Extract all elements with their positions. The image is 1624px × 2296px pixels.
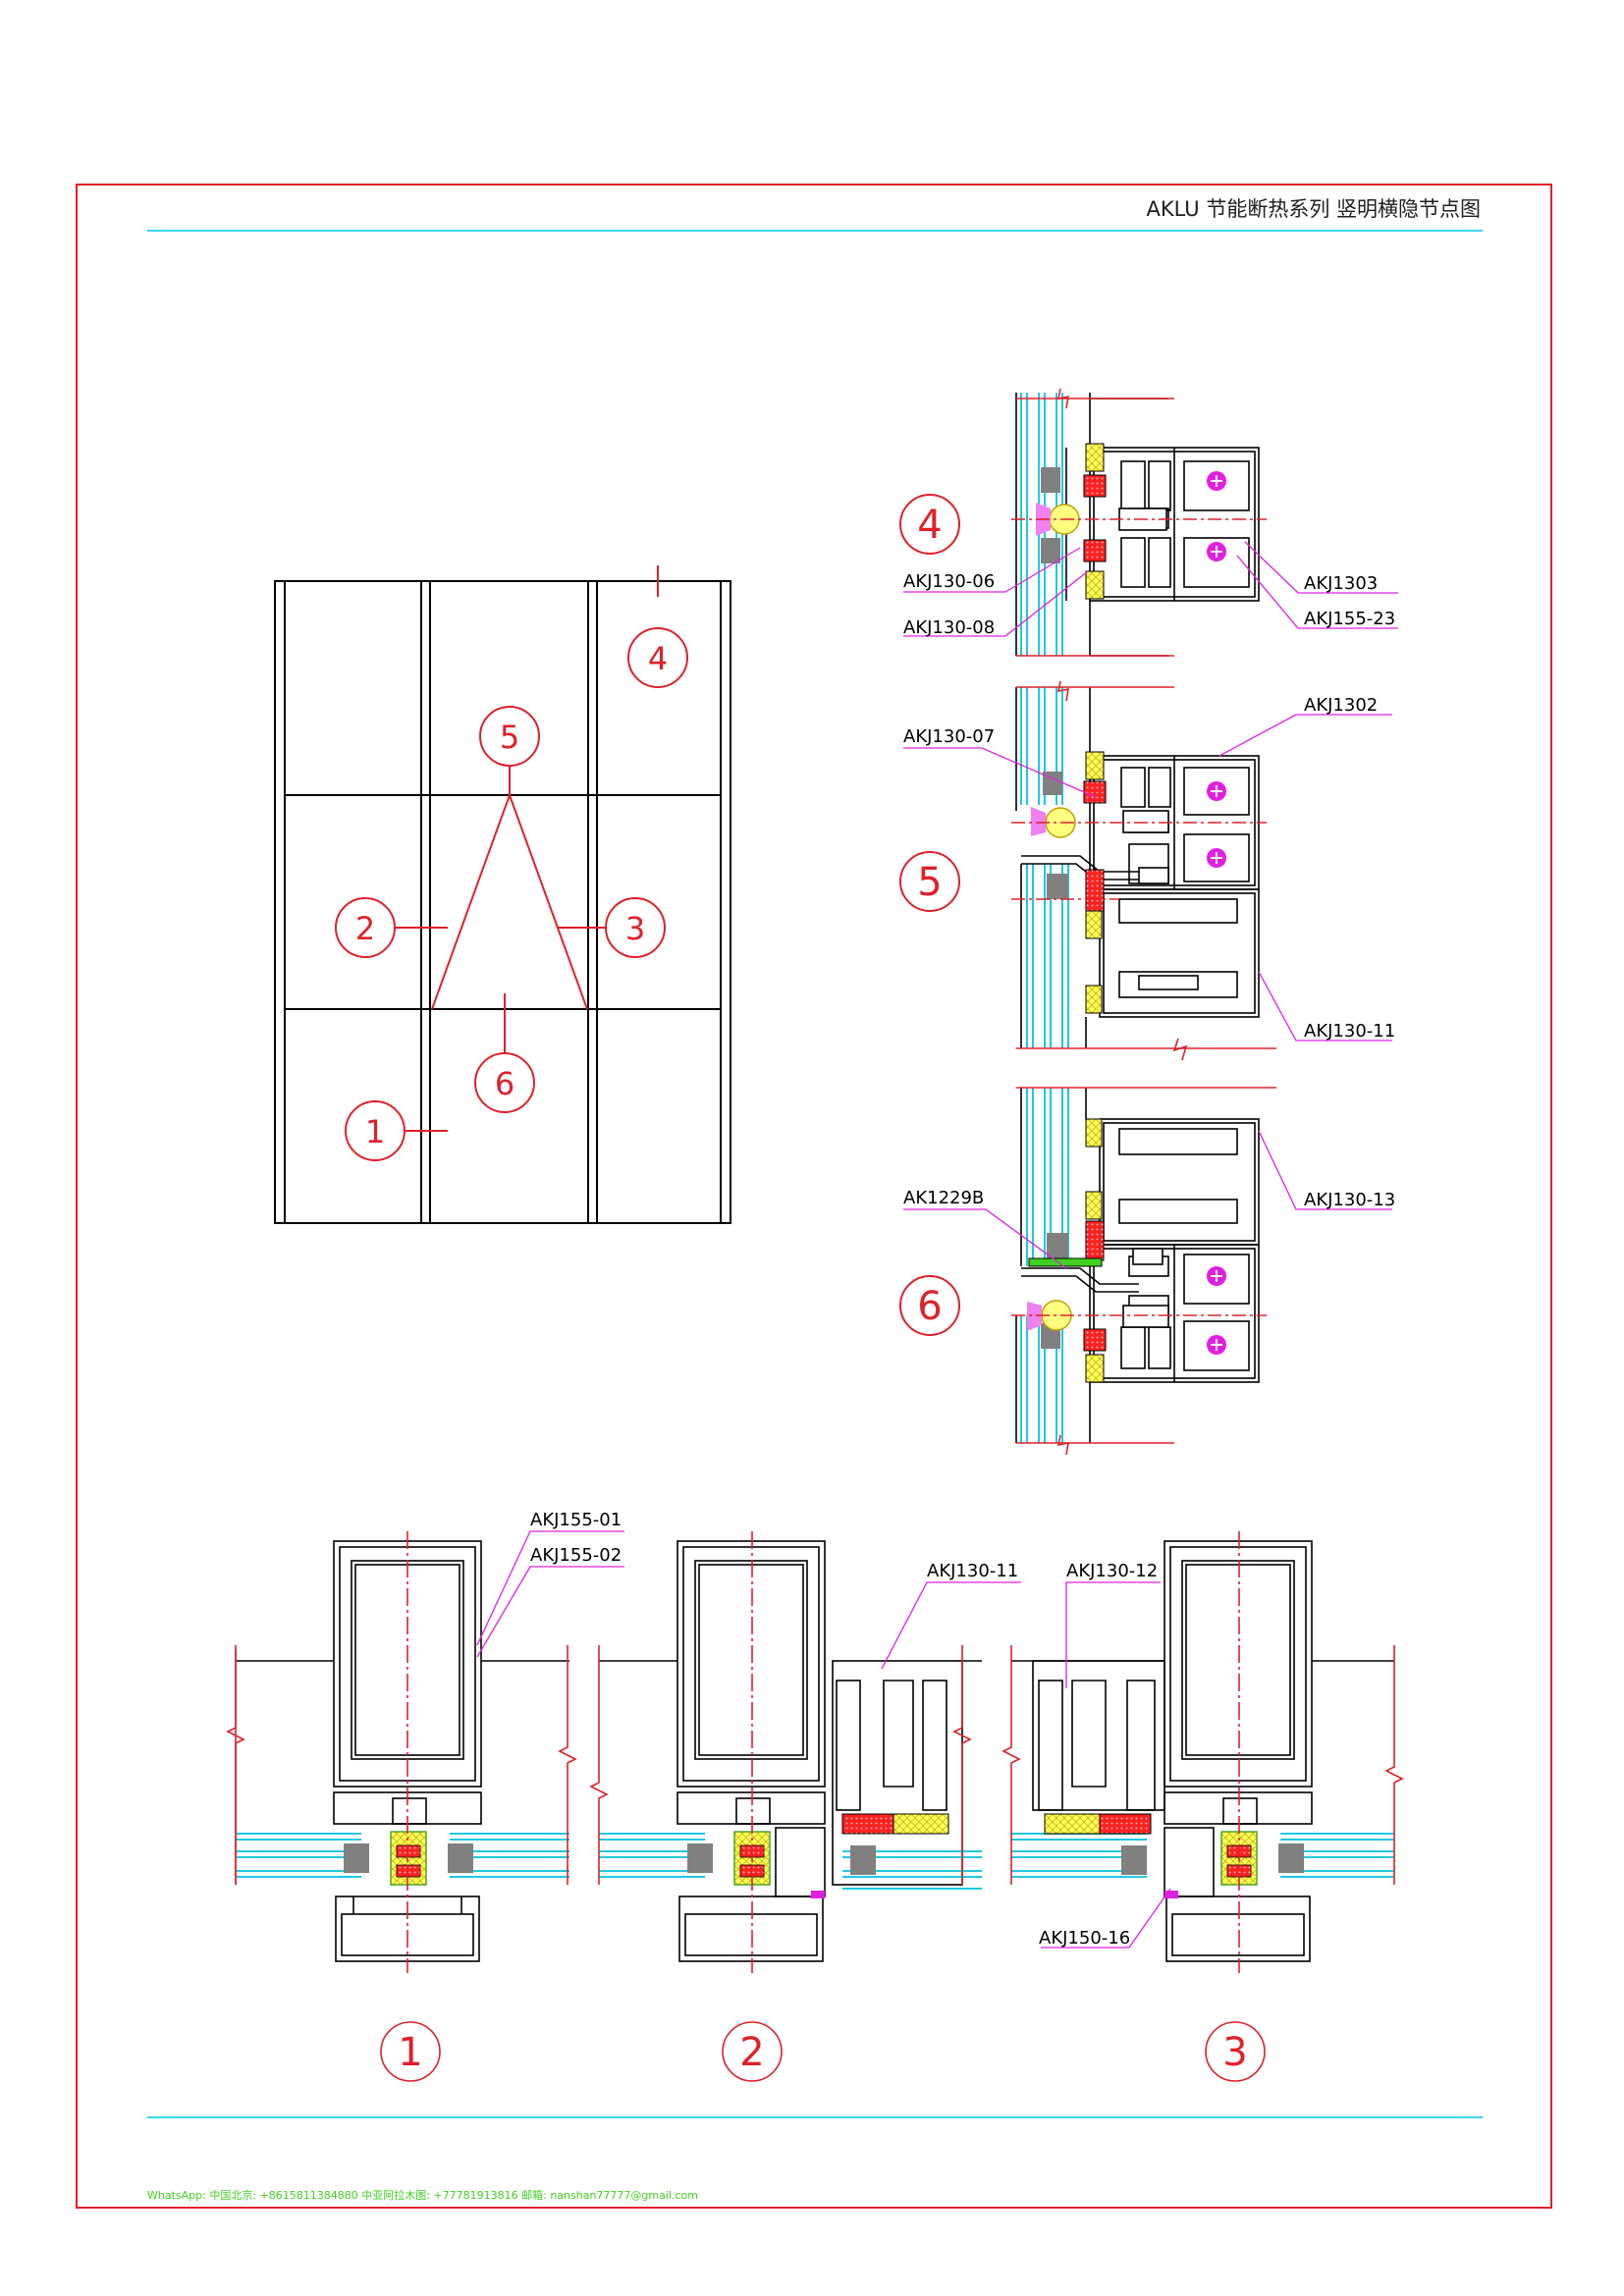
section-2-label: 2 bbox=[739, 2030, 764, 2075]
callout-akj130-13: AKJ130-13 bbox=[1304, 1190, 1395, 1210]
section-3: 3 AKJ130-12 AKJ150-16 bbox=[1001, 1531, 1404, 2082]
callout-akj130-06: AKJ130-06 bbox=[903, 571, 995, 592]
callout-akj155-23: AKJ155-23 bbox=[1304, 609, 1395, 629]
section-2: 2 AKJ130-11 bbox=[589, 1531, 1021, 2082]
detail-6: 6 AK1229B AKJ130-13 bbox=[899, 1087, 1395, 1456]
callout-akj130-12: AKJ130-12 bbox=[1066, 1561, 1158, 1581]
callout-akj155-02: AKJ155-02 bbox=[530, 1545, 622, 1566]
section-1: 1 AKJ155-01 AKJ155-02 bbox=[226, 1510, 624, 2082]
detail-6-label: 6 bbox=[917, 1284, 942, 1329]
marker-1: 1 bbox=[365, 1113, 385, 1150]
callout-akj130-08: AKJ130-08 bbox=[903, 617, 995, 638]
marker-3: 3 bbox=[625, 910, 645, 947]
detail-4-label: 4 bbox=[917, 503, 942, 548]
callout-akj130-11-d5: AKJ130-11 bbox=[1304, 1021, 1395, 1041]
marker-2: 2 bbox=[355, 910, 375, 947]
footer-contact: WhatsApp: 中国北京: +8615811384880 中亚阿拉木图: +… bbox=[147, 2188, 698, 2202]
section-1-label: 1 bbox=[398, 2030, 422, 2075]
detail-5-label: 5 bbox=[917, 860, 942, 905]
elevation-marker-labels: 5 2 3 6 1 4 bbox=[355, 640, 668, 1150]
sheet-title: AKLU 节能断热系列 竖明横隐节点图 bbox=[1146, 197, 1481, 221]
sheet-border bbox=[76, 184, 1552, 2209]
callout-akj130-11-s2: AKJ130-11 bbox=[927, 1561, 1018, 1581]
callout-akj1302: AKJ1302 bbox=[1304, 695, 1378, 716]
callout-akj155-01: AKJ155-01 bbox=[530, 1510, 622, 1530]
elevation-view bbox=[274, 580, 731, 1224]
horizontal-sections: 1 AKJ155-01 AKJ155-02 bbox=[226, 1510, 1404, 2082]
section-3-label: 3 bbox=[1222, 2030, 1247, 2075]
detail-4: 4 AKJ130-06 AKJ130-08 AKJ1303 AKJ155-23 bbox=[899, 388, 1398, 657]
callout-akj150-16: AKJ150-16 bbox=[1039, 1928, 1130, 1949]
callout-akj1303: AKJ1303 bbox=[1304, 573, 1378, 594]
marker-4: 4 bbox=[648, 640, 668, 677]
callout-ak1229b: AK1229B bbox=[903, 1188, 984, 1208]
callout-akj130-07: AKJ130-07 bbox=[903, 726, 995, 747]
detail-5: 5 AKJ130-07 AKJ1302 AKJ130-11 bbox=[899, 680, 1395, 1061]
marker-6: 6 bbox=[495, 1065, 514, 1102]
marker-5: 5 bbox=[500, 719, 519, 756]
elevation-markers bbox=[335, 565, 688, 1161]
